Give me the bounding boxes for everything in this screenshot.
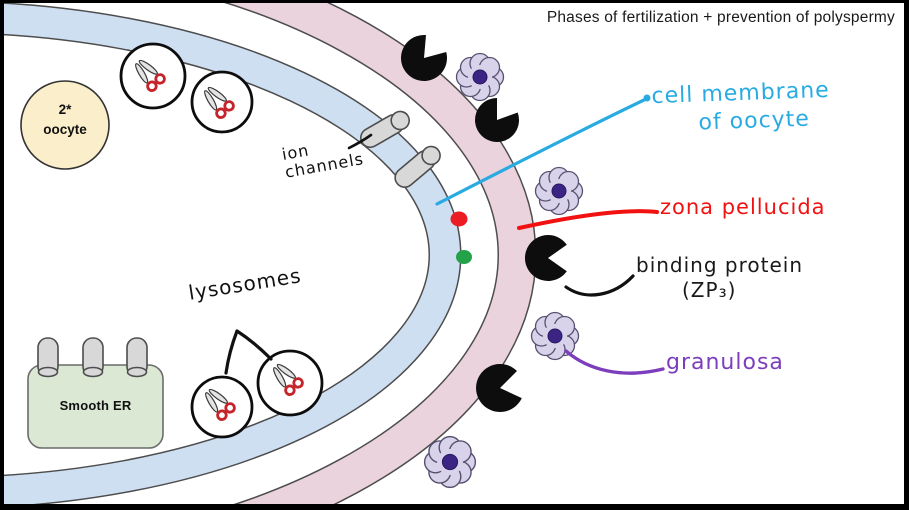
cell-membrane-band — [0, 3, 460, 507]
binding-protein-pointer-line — [564, 274, 635, 297]
diagram-title: Phases of fertilization + prevention of … — [546, 9, 895, 26]
granulosa-cell-icon — [530, 311, 580, 361]
zona-pellucida-pointer-line — [517, 209, 659, 230]
lysosome — [190, 375, 254, 439]
smooth-er-tubule — [82, 337, 104, 378]
lysosome — [190, 70, 254, 134]
border-frame-top — [0, 0, 909, 3]
granulosa-label: granulosa — [666, 350, 784, 375]
smooth-er-label: Smooth ER — [59, 398, 132, 414]
lysosome — [119, 42, 187, 110]
granulosa-pointer-line — [564, 349, 665, 375]
ion-channel-icon — [394, 145, 441, 188]
smooth-er-tubule — [126, 337, 148, 378]
granulosa-cell-icon — [534, 166, 584, 216]
binding-protein-icon — [400, 35, 447, 82]
binding-protein-icon — [524, 235, 567, 282]
border-frame-bottom — [0, 504, 909, 510]
binding-protein-label-line2: (ZP₃) — [682, 278, 737, 302]
binding-protein-label: binding protein (ZP₃) — [636, 253, 803, 303]
cell-membrane-label: cell membrane of oocyte — [651, 77, 831, 138]
secondary-oocyte-label-line1: 2* — [58, 102, 72, 117]
smooth-er-tubule — [37, 337, 59, 378]
granulosa-cell-icon — [423, 435, 477, 489]
zona-pellucida-label: zona pellucida — [660, 195, 826, 219]
binding-protein-icon — [476, 363, 522, 412]
binding-protein-label-line1: binding protein — [636, 253, 804, 277]
lysosome — [256, 349, 324, 417]
binding-protein-icon — [475, 98, 520, 142]
secondary-oocyte-label-line2: oocyte — [43, 121, 87, 137]
green-dot-marker — [456, 250, 472, 264]
border-frame-left — [0, 0, 4, 510]
secondary-oocyte-label: 2* oocyte — [21, 100, 109, 139]
lysosomes-pointer-line — [235, 329, 273, 361]
cell-membrane-pointer-line — [435, 97, 648, 206]
ion-channel-icon — [360, 110, 410, 149]
secondary-oocyte-circle — [20, 80, 110, 170]
lysosomes-pointer-line — [224, 329, 239, 375]
red-dot-marker — [450, 211, 468, 227]
zona-pellucida-band — [219, 0, 535, 510]
ion-channels-pointer-line — [347, 133, 373, 150]
cell-membrane-label-line2: of oocyte — [698, 106, 811, 135]
granulosa-cell-icon — [455, 52, 505, 102]
border-frame-right — [904, 0, 909, 510]
